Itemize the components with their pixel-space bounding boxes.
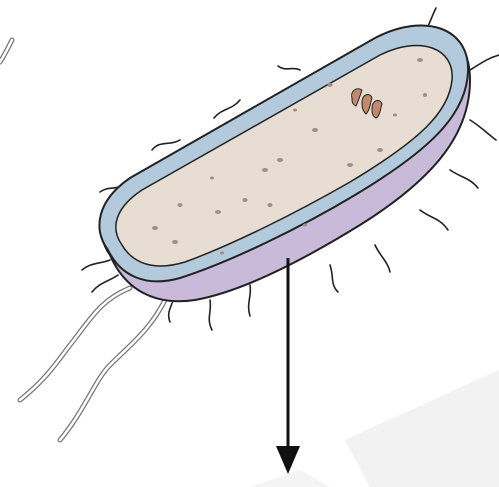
flagellum <box>20 288 130 400</box>
down-arrow-icon <box>276 258 300 474</box>
background-wedge-small <box>250 470 330 487</box>
background-wedge-large <box>345 370 499 487</box>
